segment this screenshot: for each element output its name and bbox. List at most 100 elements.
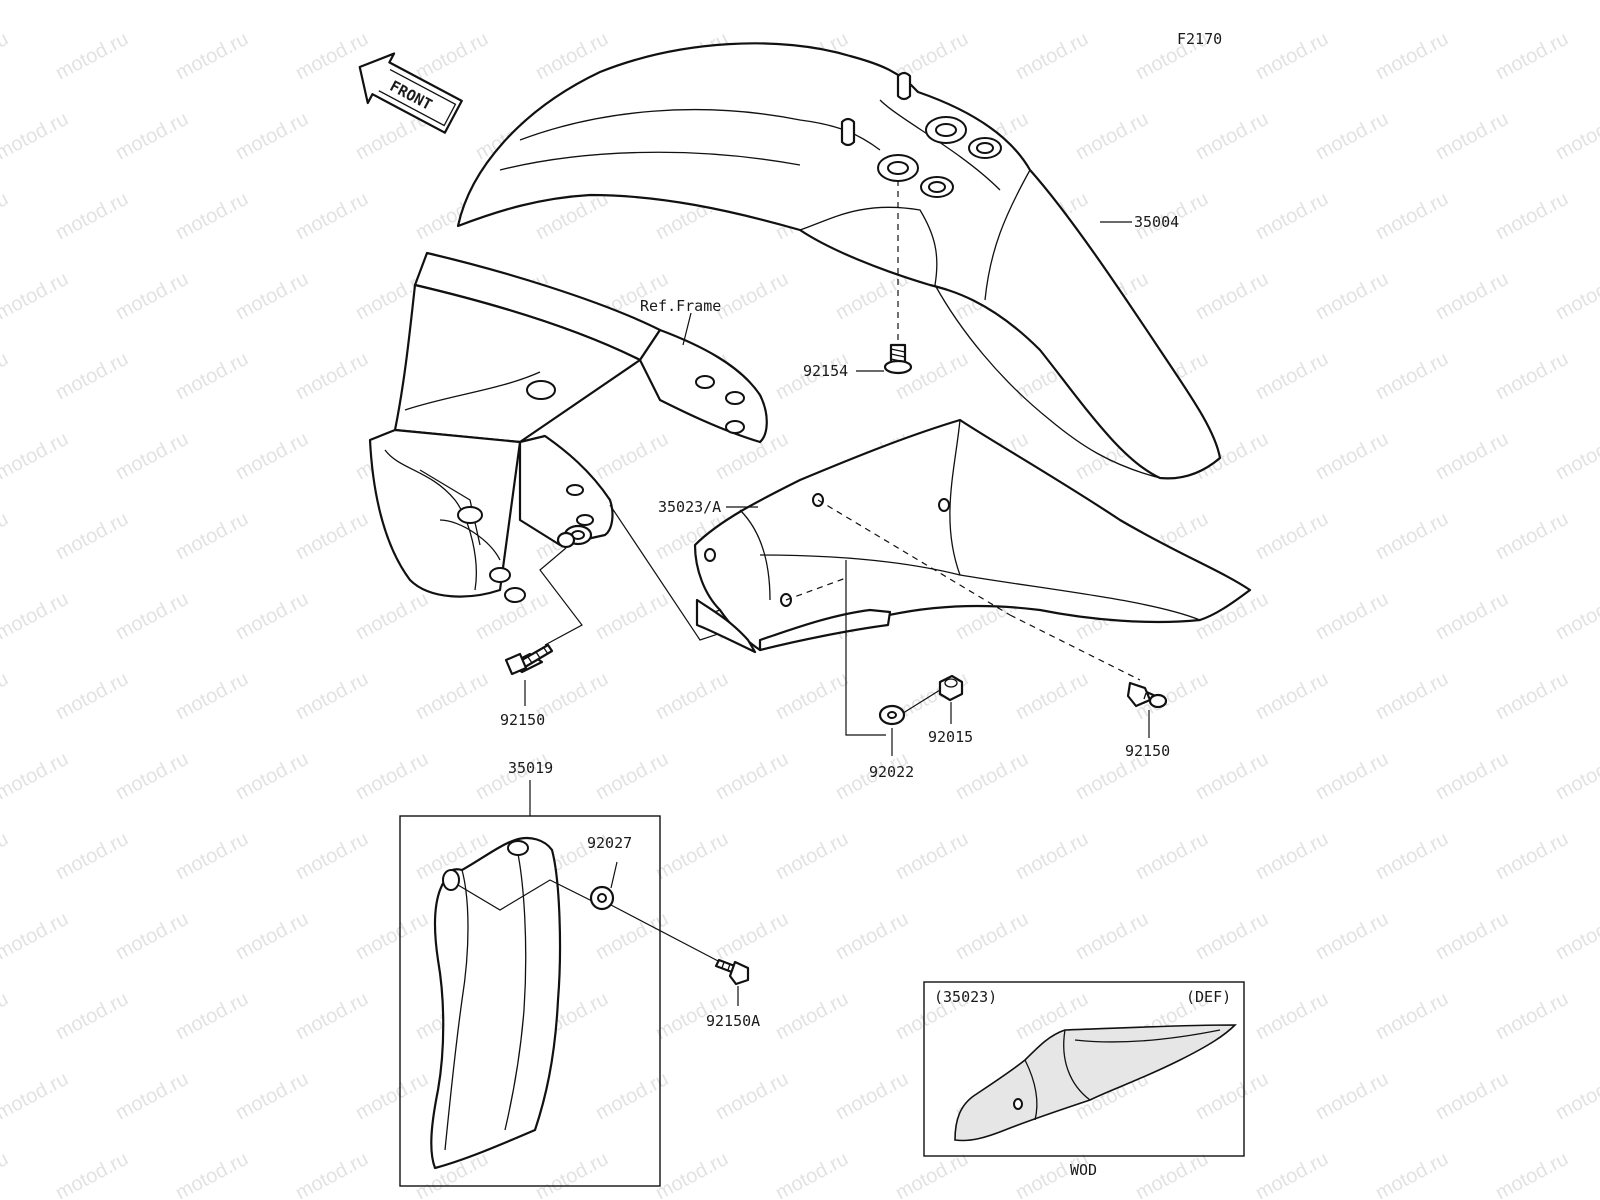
watermark-text: motod.ru bbox=[52, 668, 132, 724]
watermark-text: motod.ru bbox=[0, 748, 72, 804]
label-92150-left: 92150 bbox=[500, 711, 545, 729]
watermark-text: motod.ru bbox=[232, 908, 312, 964]
watermark-text: motod.ru bbox=[52, 28, 132, 84]
watermark-text: motod.ru bbox=[352, 588, 432, 644]
guard-box bbox=[399, 815, 661, 1187]
watermark-text: motod.ru bbox=[832, 908, 912, 964]
watermark-text: motod.ru bbox=[1372, 988, 1452, 1044]
label-92150-right: 92150 bbox=[1125, 742, 1170, 760]
watermark-text: motod.ru bbox=[172, 28, 252, 84]
watermark-text: motod.ru bbox=[712, 268, 792, 324]
watermark-text: motod.ru bbox=[52, 828, 132, 884]
watermark-text: motod.ru bbox=[1372, 828, 1452, 884]
watermark-text: motod.ru bbox=[1432, 748, 1512, 804]
watermark-text: motod.ru bbox=[232, 268, 312, 324]
watermark-text: motod.ru bbox=[352, 1068, 432, 1124]
watermark-text: motod.ru bbox=[0, 508, 12, 564]
watermark-text: motod.ru bbox=[232, 0, 312, 4]
watermark-text: motod.ru bbox=[472, 0, 552, 4]
watermark-text: motod.ru bbox=[1432, 908, 1512, 964]
watermark-text: motod.ru bbox=[1492, 348, 1572, 404]
guard-35019 bbox=[430, 836, 562, 1170]
watermark-text: motod.ru bbox=[52, 508, 132, 564]
watermark-text: motod.ru bbox=[1492, 668, 1572, 724]
watermark-text: motod.ru bbox=[292, 668, 372, 724]
watermark-text: motod.ru bbox=[172, 348, 252, 404]
watermark-text: motod.ru bbox=[292, 988, 372, 1044]
figure-code: F2170 bbox=[1177, 30, 1222, 48]
watermark-text: motod.ru bbox=[1252, 668, 1332, 724]
watermark-text: motod.ru bbox=[1432, 108, 1512, 164]
bolt-92154 bbox=[883, 343, 913, 375]
watermark-text: motod.ru bbox=[1192, 0, 1272, 4]
watermark-text: motod.ru bbox=[1252, 508, 1332, 564]
watermark-text: motod.ru bbox=[232, 428, 312, 484]
label-92027: 92027 bbox=[587, 834, 632, 852]
watermark-text: motod.ru bbox=[172, 988, 252, 1044]
watermark-text: motod.ru bbox=[0, 188, 12, 244]
watermark-text: motod.ru bbox=[1552, 0, 1600, 4]
watermark-text: motod.ru bbox=[1192, 1068, 1272, 1124]
watermark-text: motod.ru bbox=[1312, 588, 1392, 644]
watermark-text: motod.ru bbox=[1552, 748, 1600, 804]
watermark-text: motod.ru bbox=[172, 828, 252, 884]
watermark-text: motod.ru bbox=[952, 0, 1032, 4]
watermark-text: motod.ru bbox=[1372, 28, 1452, 84]
watermark-text: motod.ru bbox=[112, 0, 192, 4]
watermark-text: motod.ru bbox=[0, 28, 12, 84]
watermark-text: motod.ru bbox=[292, 1148, 372, 1200]
watermark-text: motod.ru bbox=[1372, 668, 1452, 724]
watermark-text: motod.ru bbox=[112, 428, 192, 484]
watermark-text: motod.ru bbox=[52, 348, 132, 404]
watermark-text: motod.ru bbox=[112, 908, 192, 964]
watermark-text: motod.ru bbox=[412, 668, 492, 724]
watermark-text: motod.ru bbox=[172, 188, 252, 244]
label-92015: 92015 bbox=[928, 728, 973, 746]
watermark-text: motod.ru bbox=[1492, 828, 1572, 884]
bolt-92150a bbox=[714, 958, 750, 986]
watermark-text: motod.ru bbox=[52, 1148, 132, 1200]
watermark-text: motod.ru bbox=[112, 1068, 192, 1124]
watermark-text: motod.ru bbox=[232, 748, 312, 804]
watermark-text: motod.ru bbox=[292, 348, 372, 404]
watermark-text: motod.ru bbox=[1072, 0, 1152, 4]
washer-92022 bbox=[878, 704, 906, 726]
watermark-text: motod.ru bbox=[1252, 988, 1332, 1044]
watermark-text: motod.ru bbox=[1192, 108, 1272, 164]
watermark-text: motod.ru bbox=[772, 668, 852, 724]
watermark-text: motod.ru bbox=[0, 108, 72, 164]
watermark-text: motod.ru bbox=[1432, 268, 1512, 324]
watermark-text: motod.ru bbox=[1072, 908, 1152, 964]
watermark-text: motod.ru bbox=[1492, 28, 1572, 84]
label-92154: 92154 bbox=[803, 362, 848, 380]
watermark-text: motod.ru bbox=[0, 668, 12, 724]
watermark-text: motod.ru bbox=[1252, 348, 1332, 404]
washer-92027 bbox=[589, 885, 615, 911]
bolt-92150-right bbox=[1126, 681, 1168, 709]
watermark-text: motod.ru bbox=[112, 268, 192, 324]
label-35019: 35019 bbox=[508, 759, 553, 777]
watermark-text: motod.ru bbox=[772, 1148, 852, 1200]
watermark-text: motod.ru bbox=[1492, 1148, 1572, 1200]
watermark-text: motod.ru bbox=[352, 0, 432, 4]
watermark-text: motod.ru bbox=[1312, 428, 1392, 484]
watermark-text: motod.ru bbox=[1252, 1148, 1332, 1200]
frame-reference bbox=[368, 251, 768, 603]
inset-lower-fender bbox=[954, 1024, 1237, 1142]
watermark-text: motod.ru bbox=[232, 108, 312, 164]
watermark-text: motod.ru bbox=[1432, 588, 1512, 644]
watermark-text: motod.ru bbox=[0, 1148, 12, 1200]
watermark-text: motod.ru bbox=[1312, 0, 1392, 4]
watermark-text: motod.ru bbox=[592, 748, 672, 804]
label-35004: 35004 bbox=[1134, 213, 1179, 231]
watermark-text: motod.ru bbox=[772, 988, 852, 1044]
watermark-text: motod.ru bbox=[712, 748, 792, 804]
watermark-text: motod.ru bbox=[1552, 908, 1600, 964]
watermark-text: motod.ru bbox=[592, 588, 672, 644]
watermark-text: motod.ru bbox=[1432, 1068, 1512, 1124]
watermark-text: motod.ru bbox=[1432, 0, 1512, 4]
watermark-text: motod.ru bbox=[172, 508, 252, 564]
watermark-text: motod.ru bbox=[652, 1148, 732, 1200]
watermark-text: motod.ru bbox=[172, 668, 252, 724]
watermark-text: motod.ru bbox=[1012, 28, 1092, 84]
